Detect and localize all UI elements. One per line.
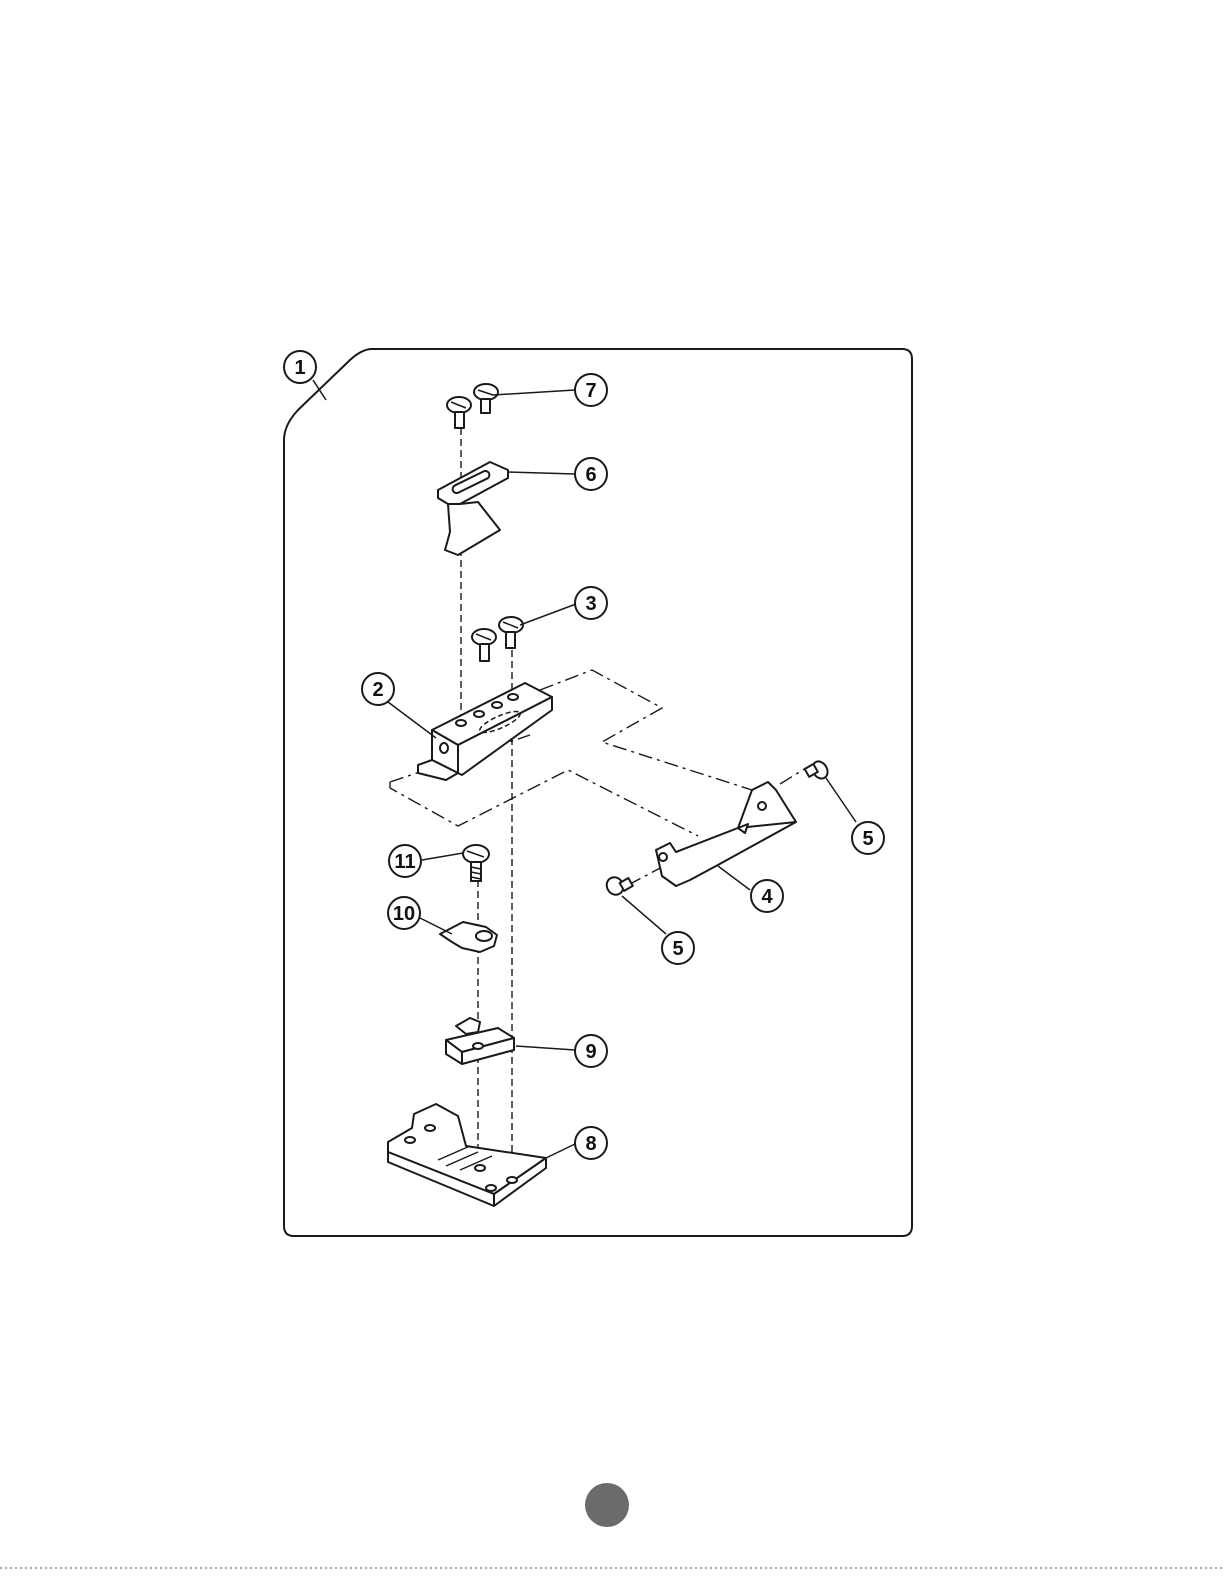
part-9-slider [446, 1018, 514, 1064]
svg-text:10: 10 [393, 903, 415, 925]
svg-text:8: 8 [585, 1133, 596, 1155]
svg-text:4: 4 [761, 886, 773, 908]
callout-10: 10 [388, 897, 420, 929]
callout-2: 2 [362, 673, 394, 705]
svg-text:6: 6 [585, 464, 596, 486]
callout-3: 3 [575, 587, 607, 619]
svg-text:2: 2 [372, 679, 383, 701]
part-7-screws [447, 384, 498, 428]
svg-text:1: 1 [294, 357, 305, 379]
svg-text:9: 9 [585, 1041, 596, 1063]
page-marker [585, 1483, 629, 1527]
callout-6: 6 [575, 458, 607, 490]
callout-1: 1 [284, 351, 316, 383]
part-4-guard [656, 782, 796, 886]
part-6-bracket [438, 462, 508, 555]
svg-text:7: 7 [585, 380, 596, 402]
svg-text:11: 11 [394, 851, 415, 873]
part-8-plate [388, 1104, 546, 1206]
callout-9: 9 [575, 1035, 607, 1067]
svg-text:5: 5 [862, 828, 873, 850]
part-11-screw [463, 845, 489, 881]
part-10-washer [440, 922, 497, 952]
part-5-screws [604, 759, 831, 898]
callout-7: 7 [575, 374, 607, 406]
callout-4: 4 [751, 880, 783, 912]
svg-text:3: 3 [585, 593, 596, 615]
callout-8: 8 [575, 1127, 607, 1159]
callout-5-right: 5 [852, 822, 884, 854]
part-3-screws [472, 617, 523, 661]
part-2-holder [418, 683, 552, 780]
callout-5-left: 5 [662, 932, 694, 964]
svg-text:5: 5 [672, 938, 683, 960]
callout-11: 11 [389, 845, 421, 877]
